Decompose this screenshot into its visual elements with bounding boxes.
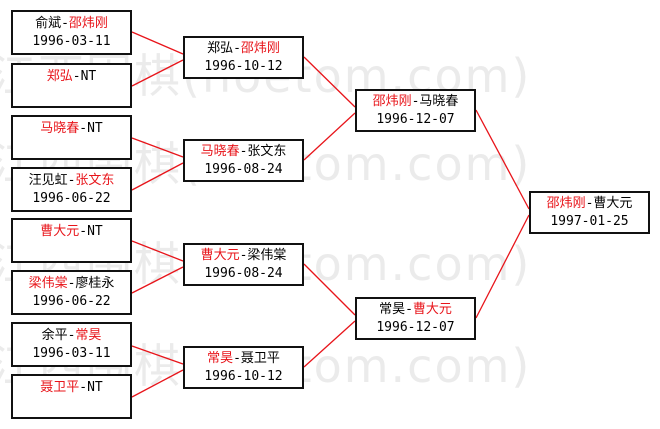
player2: NT	[80, 69, 97, 84]
match-box-r1-0: 俞斌-邵炜刚 1996-03-11	[11, 10, 132, 55]
player1: 马晓春	[40, 121, 80, 136]
match-box-r3-1: 常昊-曹大元 1996-12-07	[355, 297, 476, 340]
player1: 梁伟棠	[28, 276, 68, 291]
player2: 曹大元	[593, 196, 633, 211]
match-date	[13, 138, 130, 156]
match-box-r2-0: 郑弘-邵炜刚 1996-10-12	[183, 36, 304, 79]
player2: NT	[87, 380, 103, 395]
player1: 曹大元	[40, 224, 80, 239]
player2: NT	[87, 224, 103, 239]
player2: 邵炜刚	[240, 41, 280, 56]
match-box-r2-2: 曹大元-梁伟棠 1996-08-24	[183, 243, 304, 286]
player1: 俞斌	[35, 16, 62, 31]
match-box-r1-2: 马晓春-NT	[11, 115, 132, 160]
player2: 廖桂永	[75, 276, 115, 291]
player1: 马晓春	[200, 144, 240, 159]
player2: 梁伟棠	[247, 248, 287, 263]
connector-r2-2-r3-1	[303, 263, 356, 316]
connector-r3-0-final	[475, 109, 530, 210]
match-box-r1-4: 曹大元-NT	[11, 218, 132, 263]
connector-r2-3-r3-1	[303, 320, 356, 368]
player2: 曹大元	[412, 302, 452, 317]
match-date: 1996-03-11	[32, 34, 111, 49]
match-date: 1996-08-24	[204, 162, 283, 177]
match-date: 1996-12-07	[376, 112, 455, 127]
player1: 常昊	[379, 302, 406, 317]
match-date: 1996-10-12	[204, 59, 283, 74]
match-date: 1997-01-25	[550, 214, 629, 229]
player2: 张文东	[75, 173, 115, 188]
player1: 邵炜刚	[546, 196, 586, 211]
player1: 常昊	[207, 351, 234, 366]
match-date: 1996-10-12	[204, 369, 283, 384]
connector-r1-5-r2-2	[131, 266, 184, 294]
match-box-final: 邵炜刚-曹大元 1997-01-25	[529, 191, 650, 234]
connector-r1-7-r2-3	[131, 369, 184, 398]
match-box-r1-7: 聂卫平-NT	[11, 374, 132, 419]
connector-r1-3-r2-1	[131, 162, 184, 191]
match-box-r1-1: 郑弘-NT	[11, 63, 132, 108]
player1: 邵炜刚	[372, 94, 412, 109]
match-date	[13, 86, 130, 104]
player2: 马晓春	[419, 94, 459, 109]
connector-r1-4-r2-2	[131, 240, 184, 262]
connector-r3-1-final	[475, 214, 530, 319]
match-date: 1996-06-22	[32, 294, 111, 309]
player1: 汪见虹	[28, 173, 68, 188]
match-box-r2-1: 马晓春-张文东 1996-08-24	[183, 139, 304, 182]
connector-r1-6-r2-3	[131, 345, 184, 365]
player1: 聂卫平	[40, 380, 80, 395]
match-box-r1-5: 梁伟棠-廖桂永 1996-06-22	[11, 270, 132, 315]
match-box-r2-3: 常昊-聂卫平 1996-10-12	[183, 346, 304, 389]
player2: 张文东	[247, 144, 287, 159]
player1: 郑弘	[207, 41, 234, 56]
match-date	[13, 397, 130, 415]
match-box-r1-6: 余平-常昊 1996-03-11	[11, 322, 132, 367]
player2: NT	[87, 121, 103, 136]
connector-r1-0-r2-0	[131, 31, 184, 55]
connector-r2-0-r3-0	[303, 56, 356, 108]
connector-r1-2-r2-1	[131, 137, 184, 158]
match-box-r3-0: 邵炜刚-马晓春 1996-12-07	[355, 89, 476, 132]
connector-r2-1-r3-0	[303, 112, 356, 161]
match-date	[13, 241, 130, 259]
player2: 聂卫平	[240, 351, 280, 366]
match-date: 1996-06-22	[32, 191, 111, 206]
player2: 常昊	[75, 328, 102, 343]
match-date: 1996-08-24	[204, 266, 283, 281]
player1: 郑弘	[46, 69, 73, 84]
player2: 邵炜刚	[68, 16, 108, 31]
match-date: 1996-12-07	[376, 320, 455, 335]
player1: 余平	[41, 328, 68, 343]
connector-r1-1-r2-0	[131, 59, 184, 87]
match-box-r1-3: 汪见虹-张文东 1996-06-22	[11, 167, 132, 212]
player1: 曹大元	[200, 248, 240, 263]
match-date: 1996-03-11	[32, 346, 111, 361]
